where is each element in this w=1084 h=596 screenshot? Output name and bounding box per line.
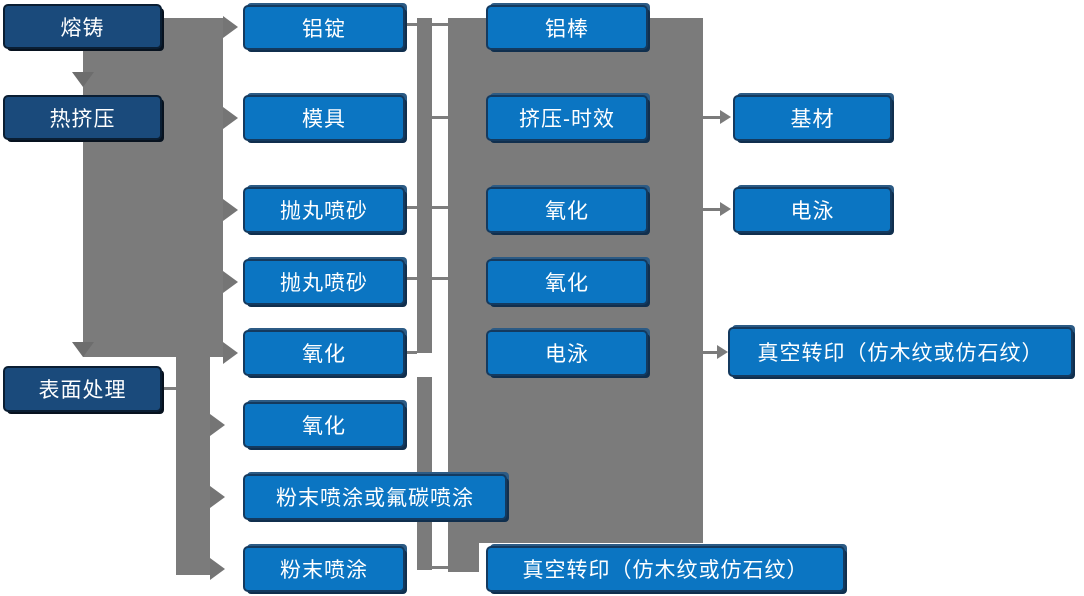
connector-left-blob [83,18,223,357]
node-powder-or-fluorocarbon-coating: 粉末喷涂或氟碳喷涂 [243,474,507,520]
node-oxidation-2: 氧化 [243,402,405,448]
tick-line [405,23,417,26]
node-vacuum-transfer-print-1: 真空转印（仿木纹或仿石纹） [486,546,845,592]
connector-wide-block-tab [448,543,479,572]
node-powder-coating: 粉末喷涂 [243,546,405,592]
connector-left-lower-band [176,354,210,575]
tick-line [432,277,448,280]
node-extrusion-aging: 挤压-时效 [486,95,648,141]
node-surface-treatment: 表面处理 [3,366,162,412]
connector-mid-band-upper [417,18,432,353]
tick-line [431,566,448,569]
arrow-right-icon [210,558,225,580]
node-hot-extrusion: 热挤压 [3,95,162,140]
connector-mid-band-lower [417,377,432,570]
tick-line [432,23,448,26]
tick-line [403,351,417,354]
node-electrophoresis-1: 电泳 [486,330,648,376]
node-shot-blasting-1: 抛丸喷砂 [243,187,405,233]
tick-line [432,206,448,209]
arrow-right-icon [720,110,731,124]
arrow-line [703,116,721,119]
tick-line [162,387,176,390]
arrow-down-icon [72,72,94,87]
arrow-right-icon [223,271,238,293]
arrow-line [703,208,721,211]
arrow-right-icon [223,342,238,364]
tick-line [432,116,448,119]
node-oxidation-1: 氧化 [243,330,405,376]
arrow-right-icon [720,202,731,216]
arrow-line [703,351,718,354]
node-base-material: 基材 [733,95,892,141]
node-mold: 模具 [243,95,405,141]
arrow-down-icon [72,342,94,357]
node-melting-casting: 熔铸 [3,4,162,49]
arrow-right-icon [210,414,225,436]
tick-line [403,277,417,280]
arrow-right-icon [223,199,238,221]
arrow-right-icon [223,16,238,38]
node-electrophoresis-2: 电泳 [733,187,892,233]
node-oxidation-3: 氧化 [486,187,648,233]
node-oxidation-4: 氧化 [486,259,648,305]
node-vacuum-transfer-print-2: 真空转印（仿木纹或仿石纹） [728,327,1073,377]
arrow-right-icon [223,107,238,129]
arrow-right-icon [210,486,225,508]
arrow-right-icon [717,345,728,359]
node-aluminum-ingot: 铝锭 [243,5,405,50]
node-aluminum-rod: 铝棒 [486,5,648,50]
node-shot-blasting-2: 抛丸喷砂 [243,259,405,305]
tick-line [403,206,417,209]
